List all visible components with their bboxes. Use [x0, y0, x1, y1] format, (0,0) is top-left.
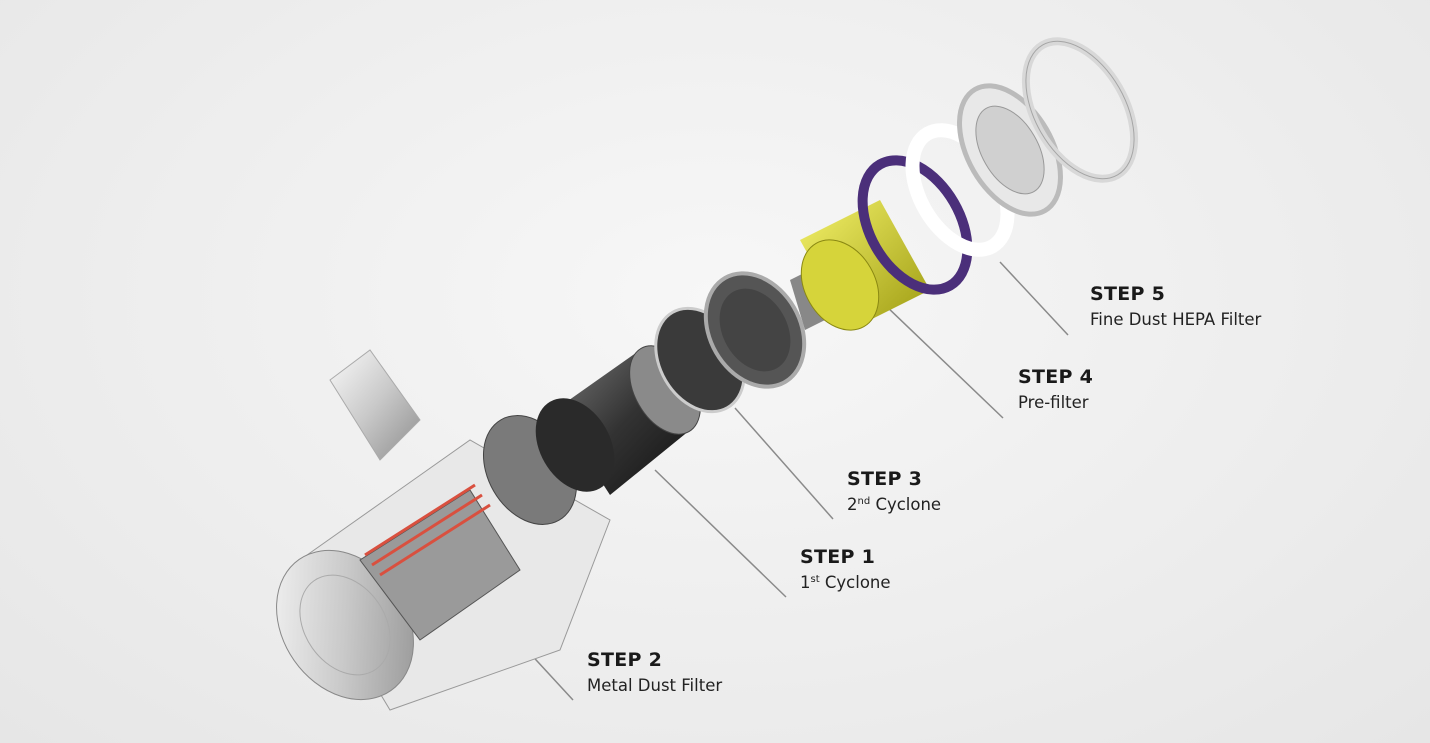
leader-step4: [884, 304, 1004, 419]
step1-subtitle-line: 1st Cyclone: [800, 573, 891, 592]
step3-title: STEP 3: [847, 468, 923, 490]
step1-ordinal: 1: [800, 573, 811, 592]
label-step4: STEP 4 Pre-filter: [1018, 368, 1093, 412]
label-step5: STEP 5 Fine Dust HEPA Filter: [1090, 285, 1261, 329]
step2-subtitle: Metal Dust Filter: [587, 676, 723, 695]
step3-ordinal-suffix: nd: [857, 496, 871, 507]
step3-subtitle: Cyclone: [875, 495, 942, 514]
step4-subtitle: Pre-filter: [1018, 393, 1089, 412]
hepa-filter: [905, 37, 1139, 257]
step5-title: STEP 5: [1090, 283, 1166, 305]
step1-ordinal-suffix: st: [810, 574, 820, 585]
step2-title: STEP 2: [587, 649, 663, 671]
step1-subtitle: Cyclone: [824, 573, 891, 592]
second-cyclone: [654, 271, 807, 414]
label-step2: STEP 2 Metal Dust Filter: [587, 651, 722, 695]
label-step1: STEP 1 1st Cyclone: [800, 548, 891, 592]
pre-filter: [800, 155, 973, 331]
step5-subtitle: Fine Dust HEPA Filter: [1090, 310, 1262, 329]
step3-subtitle-line: 2nd Cyclone: [847, 495, 942, 514]
step1-title: STEP 1: [800, 546, 876, 568]
leader-step5: [999, 261, 1069, 336]
label-step3: STEP 3 2nd Cyclone: [847, 470, 941, 514]
leader-step1: [654, 469, 787, 598]
step4-title: STEP 4: [1018, 366, 1094, 388]
leader-step3: [734, 407, 834, 520]
step3-ordinal: 2: [847, 495, 858, 514]
